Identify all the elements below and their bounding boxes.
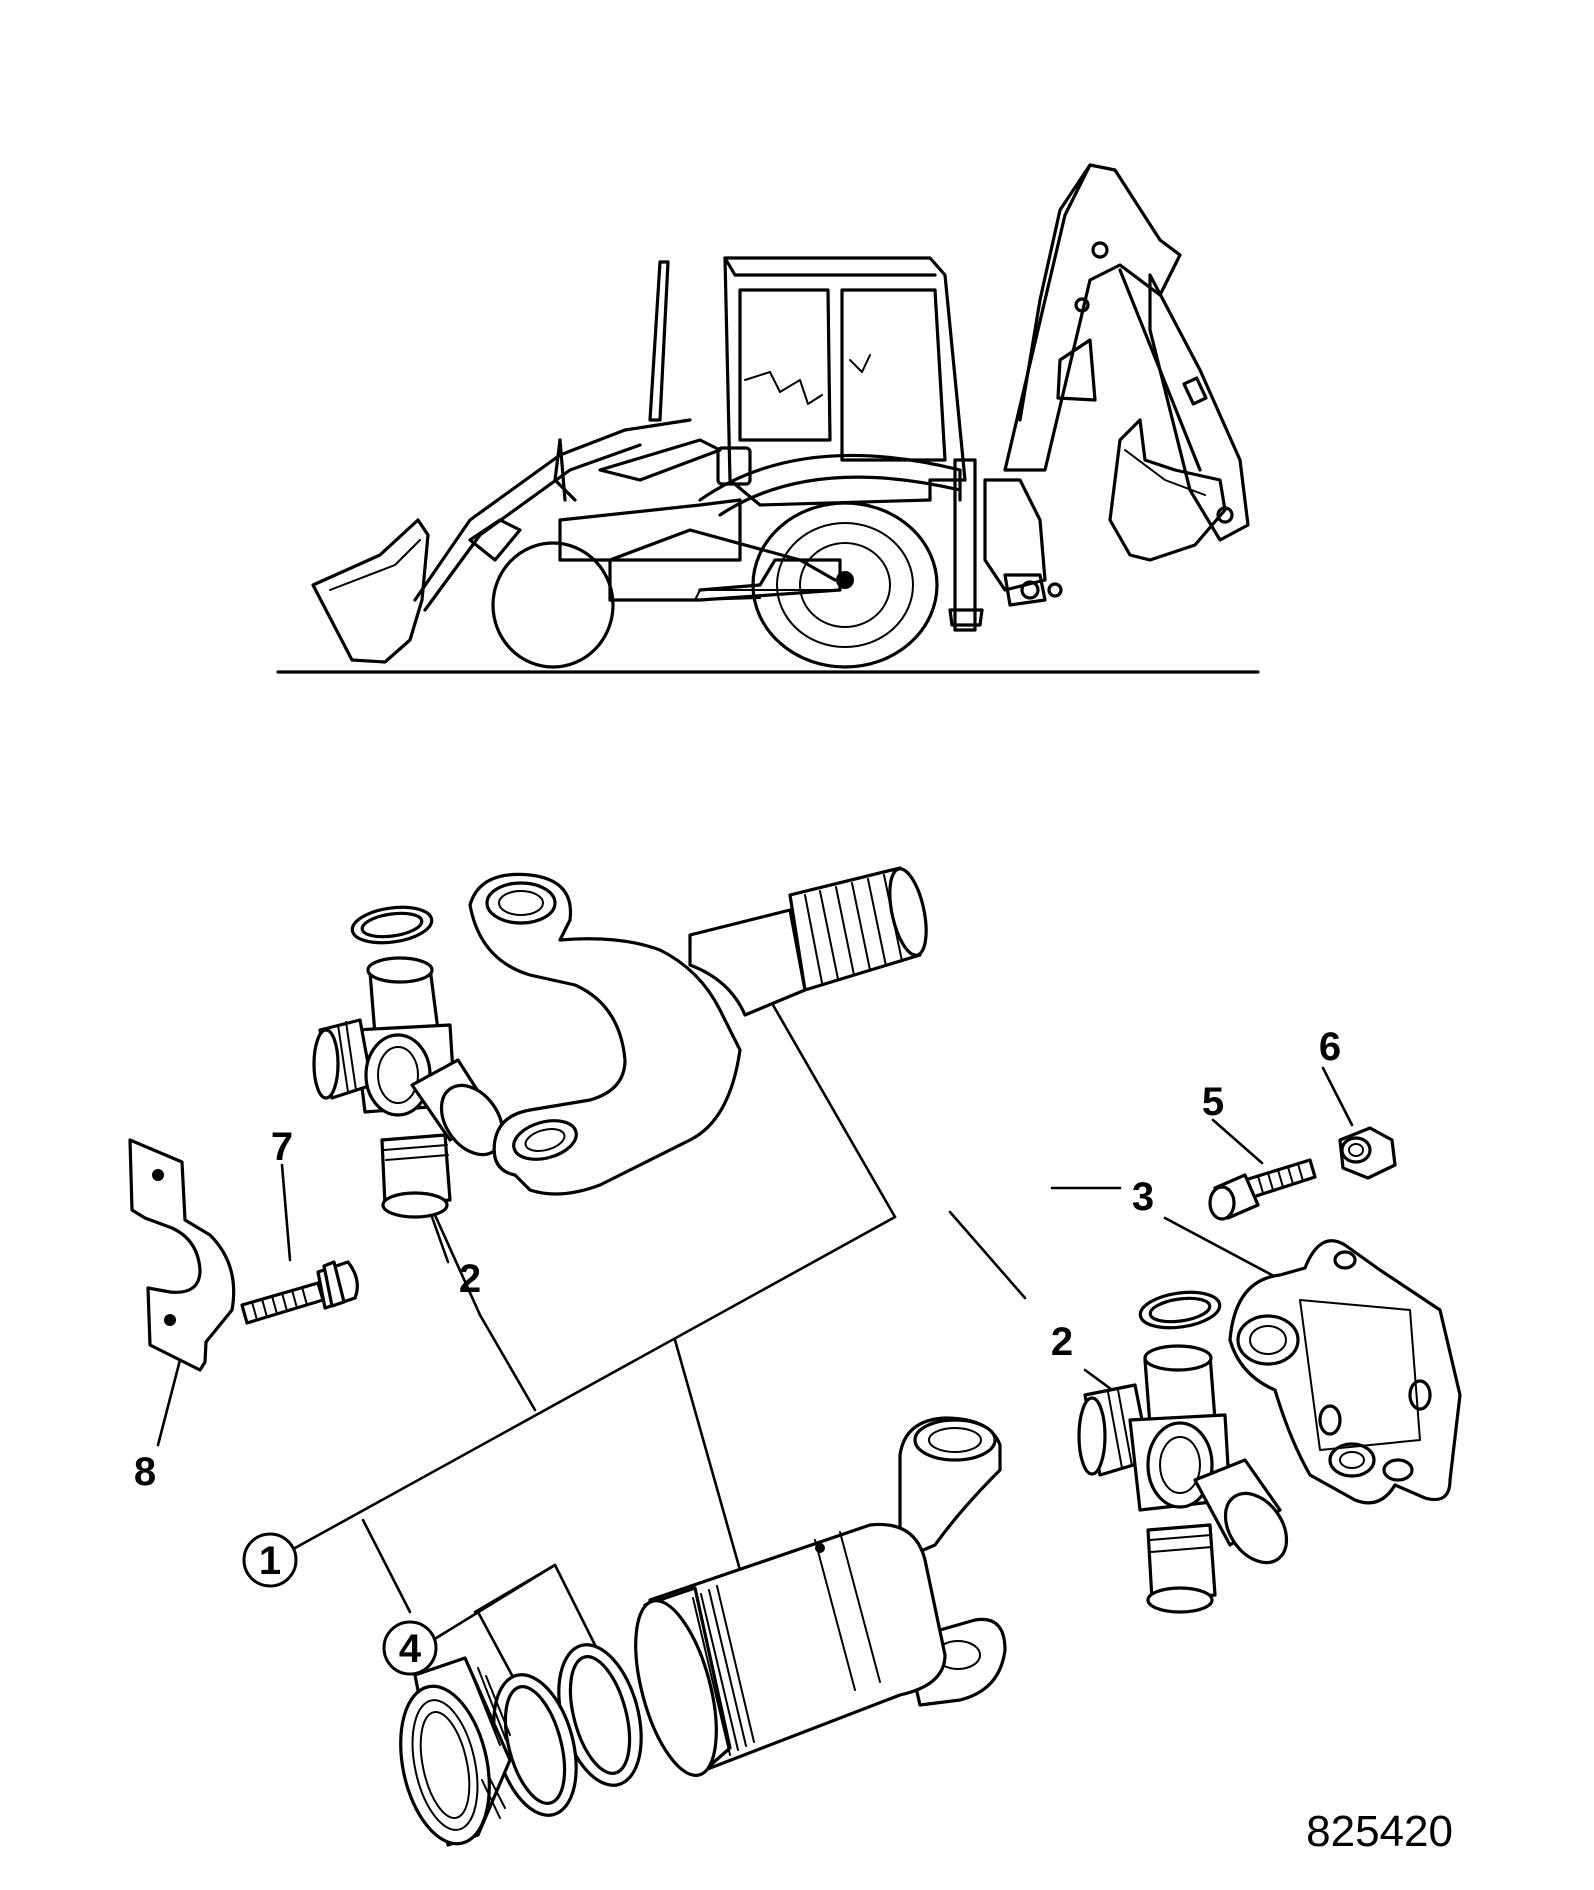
leader-1-to-slip-yoke <box>673 1338 742 1572</box>
part-1-slip-yoke <box>634 1416 1007 1777</box>
loader-bucket <box>311 518 430 664</box>
part-4-dust-cap-and-seals <box>399 1643 643 1847</box>
kingpost <box>983 478 1047 592</box>
callout-1: 1 <box>259 1539 281 1583</box>
leader-2b <box>948 1210 1027 1300</box>
part-1-shaft-yoke <box>468 866 928 1196</box>
callout-5: 5 <box>1202 1080 1224 1124</box>
boom-plate <box>1056 338 1097 402</box>
circlip-left <box>350 905 434 945</box>
exhaust-stack <box>648 260 670 422</box>
cab-window-right <box>840 288 947 462</box>
backhoe-boom <box>1003 163 1182 472</box>
front-wheel <box>491 541 615 669</box>
part-6-nut <box>1338 1126 1397 1180</box>
driveshaft-location <box>698 558 837 592</box>
rear-fender <box>698 453 962 502</box>
part-8-clamp-strap <box>128 1138 236 1372</box>
callout-8: 8 <box>134 1450 156 1494</box>
part-2-universal-joint-right <box>1077 1344 1289 1614</box>
leader-2a <box>478 1313 537 1412</box>
callout-circle-4 <box>382 1620 438 1676</box>
backhoe-loader-illustration <box>276 163 1260 674</box>
cab <box>723 256 967 507</box>
leader-5 <box>1211 1118 1264 1165</box>
backhoe-bucket <box>1108 418 1227 562</box>
leader-8 <box>156 1358 182 1447</box>
part-2-universal-joint-left <box>312 956 505 1219</box>
cab-window-left <box>738 288 832 442</box>
part-3-flange-yoke <box>1228 1239 1462 1505</box>
part-7-bolt <box>240 1260 359 1325</box>
callout-7: 7 <box>271 1125 293 1169</box>
leader-1-main <box>293 1215 897 1550</box>
leader-6 <box>1321 1066 1354 1127</box>
wheel-hub <box>836 571 854 589</box>
circlip-right <box>1138 1290 1222 1330</box>
callout-2-left: 2 <box>459 1257 481 1301</box>
engine-hood <box>558 498 742 562</box>
dipper-arm <box>1148 273 1250 542</box>
callout-4: 4 <box>399 1627 422 1671</box>
part-5-bolt <box>1208 1158 1317 1221</box>
figure-code: 825420 <box>1306 1807 1453 1856</box>
leader-7 <box>280 1163 292 1262</box>
callout-6: 6 <box>1319 1025 1341 1069</box>
leader-1-to-shaft <box>771 1003 897 1219</box>
callouts: 1 4 2 2 3 5 6 7 8 <box>134 1025 1341 1676</box>
callout-3: 3 <box>1132 1175 1154 1219</box>
exploded-view: 1 4 2 2 3 5 6 7 8 <box>128 866 1462 1847</box>
leader-lines <box>156 1003 1354 1707</box>
callout-circle-1 <box>242 1532 298 1588</box>
leader-1-to-4 <box>361 1518 412 1614</box>
stabiliser-leg <box>953 458 977 632</box>
callout-2-right: 2 <box>1051 1320 1073 1364</box>
